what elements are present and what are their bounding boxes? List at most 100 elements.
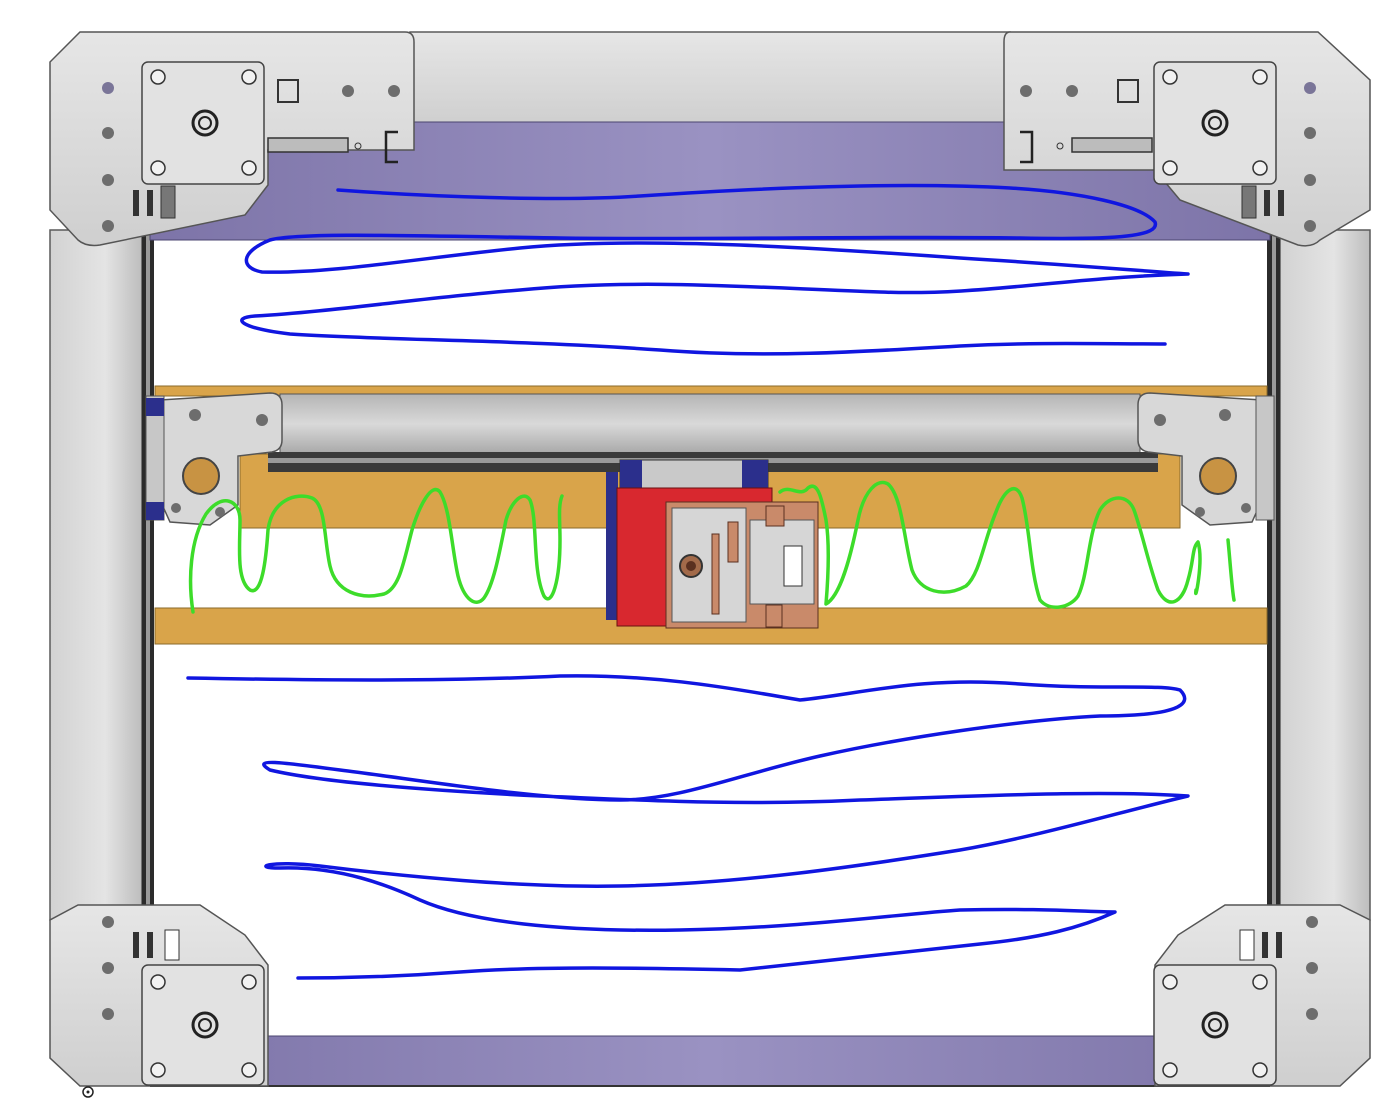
vent-slot bbox=[1264, 190, 1270, 216]
left-frame-rail bbox=[49, 229, 143, 921]
vent-slot bbox=[164, 929, 180, 961]
carriage-side-plate bbox=[606, 472, 618, 620]
green-scribble-right bbox=[778, 480, 1236, 609]
origin-marker-dot bbox=[86, 1090, 90, 1094]
screw-icon bbox=[1252, 69, 1268, 85]
screw-icon bbox=[1162, 160, 1178, 176]
bolt-hole bbox=[102, 962, 114, 974]
bolt-hole bbox=[1304, 174, 1316, 186]
bolt-hole bbox=[1020, 85, 1032, 97]
pulley-icon bbox=[1199, 457, 1237, 495]
toolhead-tab bbox=[765, 604, 783, 628]
bolt-hole bbox=[1306, 916, 1318, 928]
screw-icon bbox=[241, 69, 257, 85]
left-rail-highlight bbox=[146, 235, 150, 925]
stepper-motor-icon bbox=[1153, 964, 1277, 1086]
bolt-hole bbox=[102, 220, 114, 232]
screw-icon bbox=[1162, 974, 1178, 990]
right-rail-highlight bbox=[1272, 235, 1276, 925]
bolt-hole bbox=[102, 1008, 114, 1020]
screw-icon bbox=[1252, 974, 1268, 990]
right-frame-rail bbox=[1279, 229, 1371, 921]
pulley-inner bbox=[1208, 1018, 1222, 1032]
bolt-hole bbox=[102, 916, 114, 928]
idler-block bbox=[1071, 137, 1153, 153]
bolt-hole bbox=[1304, 220, 1316, 232]
pulley-icon bbox=[182, 457, 220, 495]
screw-icon bbox=[1252, 160, 1268, 176]
bracket-slot bbox=[277, 79, 299, 103]
small-hole bbox=[354, 142, 362, 150]
bolt-hole bbox=[102, 174, 114, 186]
pulley-icon bbox=[1201, 1011, 1229, 1039]
bolt-hole bbox=[189, 409, 201, 421]
bolt-hole bbox=[1304, 127, 1316, 139]
x-beam bbox=[279, 393, 1141, 455]
bolt-hole bbox=[215, 507, 225, 517]
bolt-hole bbox=[342, 85, 354, 97]
vent-slot bbox=[1278, 190, 1284, 216]
bolt-hole bbox=[1304, 82, 1316, 94]
screw-icon bbox=[150, 69, 166, 85]
corner-bottom-left bbox=[49, 904, 269, 1098]
green-scribble-left bbox=[188, 488, 564, 614]
outer-frame bbox=[49, 31, 1371, 1087]
top-frame-beam bbox=[409, 31, 1011, 125]
pulley-inner bbox=[1208, 116, 1222, 130]
pulley-icon bbox=[191, 1011, 219, 1039]
screw-icon bbox=[1162, 1062, 1178, 1078]
screw-icon bbox=[150, 1062, 166, 1078]
screw-icon bbox=[1162, 69, 1178, 85]
toolhead-cover bbox=[749, 519, 815, 605]
bolt-hole bbox=[1306, 1008, 1318, 1020]
screw-icon bbox=[1252, 1062, 1268, 1078]
blue-scribble-top bbox=[240, 183, 1190, 356]
corner-top-left bbox=[49, 31, 415, 247]
vent-slot bbox=[147, 190, 153, 216]
gantry-end-left bbox=[159, 392, 283, 526]
corner-top-right bbox=[1003, 31, 1371, 247]
vent-slot bbox=[1241, 185, 1257, 219]
bolt-hole bbox=[1154, 414, 1166, 426]
pulley-inner bbox=[198, 1018, 212, 1032]
screw-icon bbox=[241, 1062, 257, 1078]
vent-slot bbox=[1262, 932, 1268, 958]
bolt-hole bbox=[171, 503, 181, 513]
nozzle-inner bbox=[686, 561, 696, 571]
x-gantry bbox=[145, 385, 1275, 645]
screw-icon bbox=[150, 974, 166, 990]
vent-slot bbox=[1276, 932, 1282, 958]
pulley-icon bbox=[1201, 109, 1229, 137]
vent-slot bbox=[133, 932, 139, 958]
carriage-bearing bbox=[742, 460, 768, 490]
vent-slot bbox=[1239, 929, 1255, 961]
bolt-hole bbox=[1241, 503, 1251, 513]
carriage-bearing bbox=[620, 460, 642, 490]
bolt-hole bbox=[102, 82, 114, 94]
bracket-mark bbox=[1020, 130, 1034, 164]
vent-slot bbox=[160, 185, 176, 219]
stepper-motor-icon bbox=[141, 964, 265, 1086]
connector-icon bbox=[783, 545, 803, 587]
vent-slot bbox=[147, 932, 153, 958]
pulley-icon bbox=[191, 109, 219, 137]
screw-icon bbox=[241, 160, 257, 176]
stepper-motor-icon bbox=[1153, 61, 1277, 185]
idler-block bbox=[267, 137, 349, 153]
toolhead-rib bbox=[711, 533, 720, 615]
blue-scribble-bottom bbox=[186, 674, 1190, 980]
bracket-mark bbox=[384, 130, 398, 164]
gantry-end-left-block bbox=[146, 502, 164, 520]
bolt-hole bbox=[1195, 507, 1205, 517]
stepper-motor-icon bbox=[141, 61, 265, 185]
toolhead-rib bbox=[727, 521, 739, 563]
bolt-hole bbox=[388, 85, 400, 97]
bolt-hole bbox=[1306, 962, 1318, 974]
gantry-end-left-block bbox=[146, 398, 164, 416]
bolt-hole bbox=[102, 127, 114, 139]
screw-icon bbox=[150, 160, 166, 176]
gantry-end-right-bracket bbox=[1255, 395, 1275, 521]
bottom-purple-rail bbox=[149, 1035, 1271, 1087]
